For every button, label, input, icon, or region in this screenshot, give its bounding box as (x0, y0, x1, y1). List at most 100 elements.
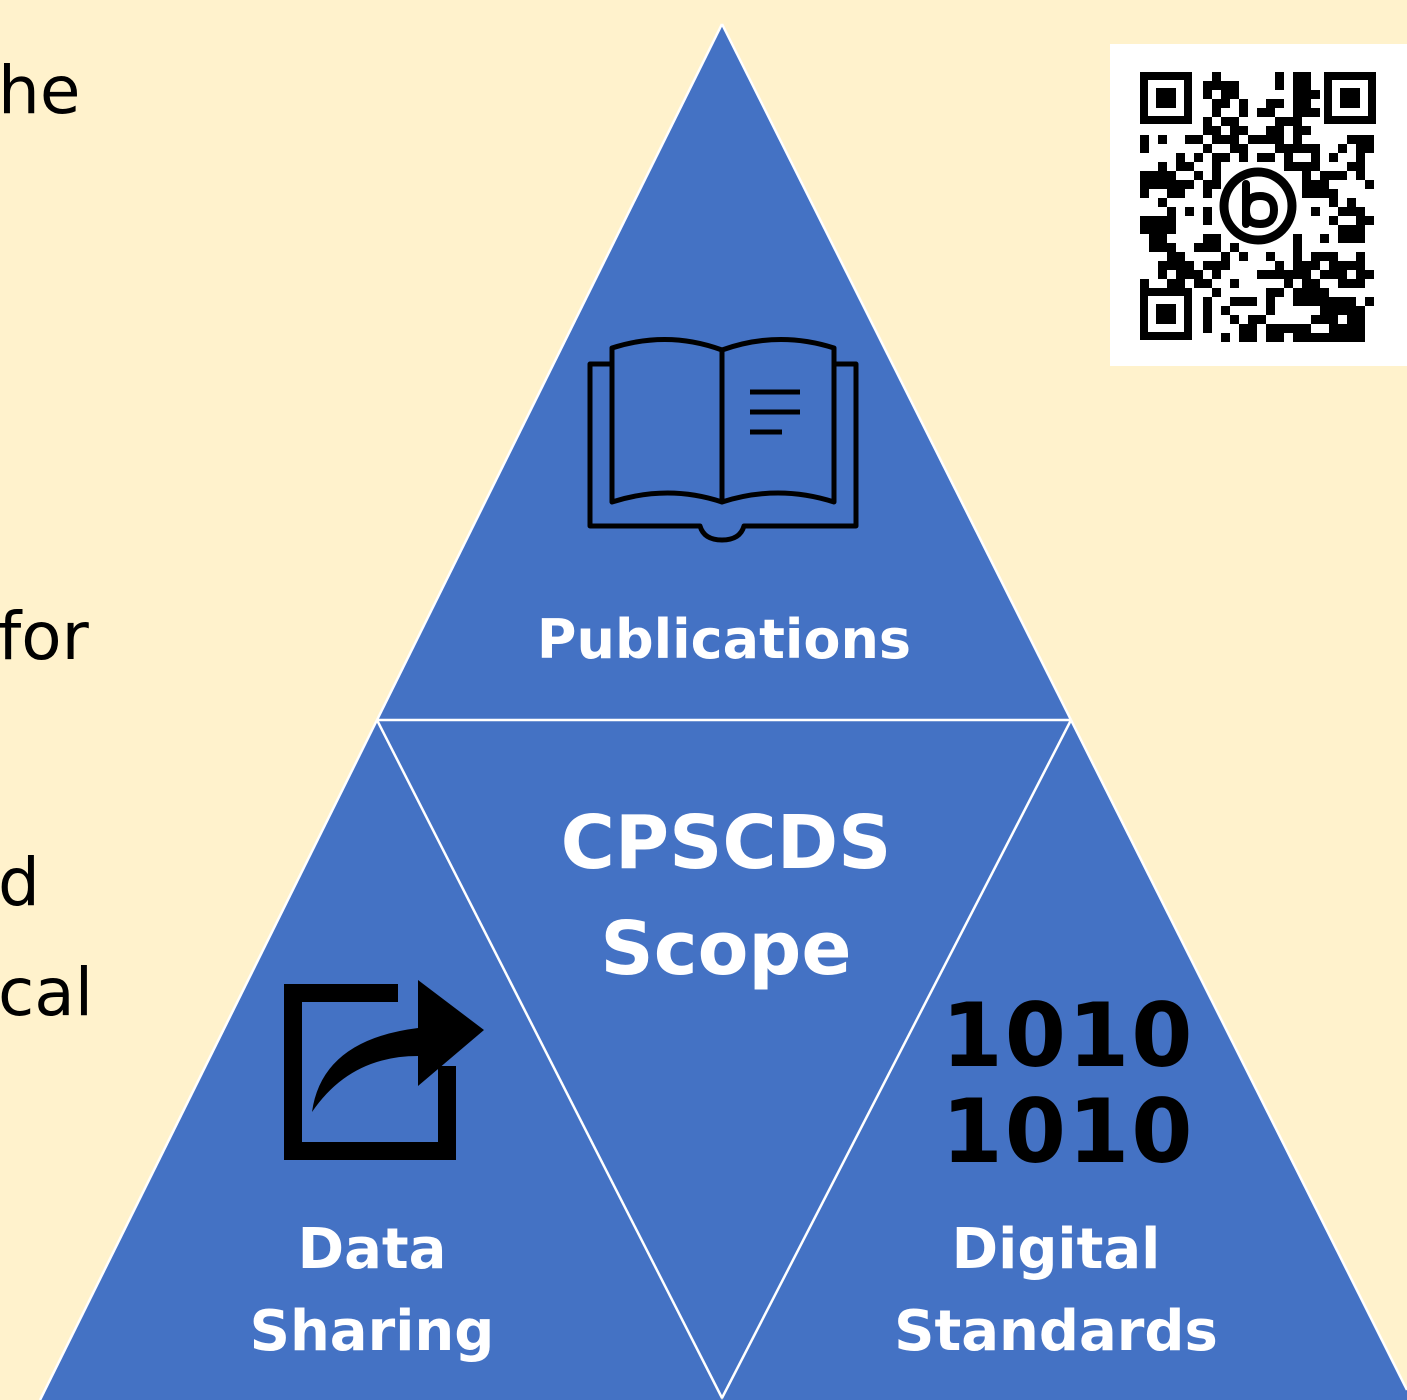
qr-module (1212, 72, 1221, 81)
qr-module (1266, 288, 1275, 297)
text-fragment-for: for (0, 598, 89, 675)
qr-module (1212, 261, 1221, 270)
qr-module (1275, 261, 1284, 270)
text-fragment-he: he (0, 52, 81, 129)
qr-module (1338, 207, 1347, 216)
qr-module (1347, 162, 1356, 171)
qr-module (1320, 288, 1329, 297)
digital-standards-triangle (722, 722, 1407, 1400)
qr-module (1302, 333, 1311, 342)
qr-module (1239, 153, 1248, 162)
qr-module (1293, 270, 1302, 279)
qr-module (1311, 315, 1320, 324)
open-book-icon (587, 336, 859, 543)
qr-module (1356, 306, 1365, 315)
qr-module (1203, 117, 1212, 126)
qr-module (1365, 180, 1374, 189)
qr-module (1275, 288, 1284, 297)
qr-module (1158, 162, 1167, 171)
qr-module (1140, 189, 1149, 198)
qr-module (1257, 108, 1266, 117)
qr-module (1356, 333, 1365, 342)
qr-module (1221, 99, 1230, 108)
qr-module (1176, 270, 1185, 279)
qr-module (1248, 297, 1257, 306)
qr-module (1329, 297, 1338, 306)
qr-module (1293, 243, 1302, 252)
qr-module (1158, 198, 1167, 207)
qr-module (1203, 324, 1212, 333)
qr-module (1284, 279, 1293, 288)
qr-module (1275, 72, 1284, 81)
qr-module (1257, 153, 1266, 162)
binary-code-icon-line-2: 1010 (942, 1080, 1195, 1183)
qr-module (1275, 81, 1284, 90)
qr-module (1320, 252, 1329, 261)
qr-module (1203, 207, 1212, 216)
qr-module (1194, 135, 1203, 144)
qr-module (1356, 171, 1365, 180)
qr-module (1320, 189, 1329, 198)
qr-module (1158, 270, 1167, 279)
center-triangle (377, 720, 1071, 1398)
qr-module (1311, 162, 1320, 171)
qr-module (1347, 261, 1356, 270)
qr-module (1311, 261, 1320, 270)
qr-module (1257, 315, 1266, 324)
qr-module (1212, 108, 1221, 117)
qr-module (1158, 234, 1167, 243)
qr-module (1158, 225, 1167, 234)
qr-module (1230, 243, 1239, 252)
qr-module (1320, 180, 1329, 189)
qr-module (1212, 135, 1221, 144)
qr-module (1311, 189, 1320, 198)
qr-module (1338, 324, 1347, 333)
qr-module (1176, 180, 1185, 189)
qr-module (1275, 333, 1284, 342)
qr-module (1275, 144, 1284, 153)
qr-module (1158, 135, 1167, 144)
qr-module (1293, 333, 1302, 342)
qr-code-image (1140, 72, 1376, 342)
qr-module (1356, 225, 1365, 234)
qr-module (1275, 270, 1284, 279)
qr-module (1275, 324, 1284, 333)
qr-module (1320, 315, 1329, 324)
label-digital: Digital (952, 1217, 1161, 1282)
qr-module (1203, 180, 1212, 189)
text-fragment-cal: cal (0, 954, 94, 1031)
qr-module (1158, 180, 1167, 189)
qr-module (1302, 108, 1311, 117)
qr-module (1311, 144, 1320, 153)
qr-module (1356, 270, 1365, 279)
qr-module (1329, 306, 1338, 315)
qr-module (1293, 252, 1302, 261)
qr-module (1149, 216, 1158, 225)
qr-module (1293, 81, 1302, 90)
qr-module (1302, 99, 1311, 108)
qr-module (1239, 252, 1248, 261)
qr-module (1230, 297, 1239, 306)
qr-module (1212, 153, 1221, 162)
qr-module (1320, 171, 1329, 180)
qr-module (1347, 135, 1356, 144)
qr-module (1194, 279, 1203, 288)
qr-module (1212, 162, 1221, 171)
qr-module (1275, 99, 1284, 108)
qr-module (1302, 279, 1311, 288)
qr-module (1365, 216, 1374, 225)
qr-module (1356, 162, 1365, 171)
qr-module (1230, 81, 1239, 90)
qr-module (1293, 135, 1302, 144)
qr-module (1212, 81, 1221, 90)
qr-module (1320, 306, 1329, 315)
qr-code[interactable] (1110, 44, 1407, 366)
qr-module (1167, 261, 1176, 270)
qr-module (1293, 288, 1302, 297)
qr-module (1311, 207, 1320, 216)
qr-module (1194, 153, 1203, 162)
qr-module (1311, 180, 1320, 189)
qr-module (1212, 180, 1221, 189)
qr-module (1293, 144, 1302, 153)
